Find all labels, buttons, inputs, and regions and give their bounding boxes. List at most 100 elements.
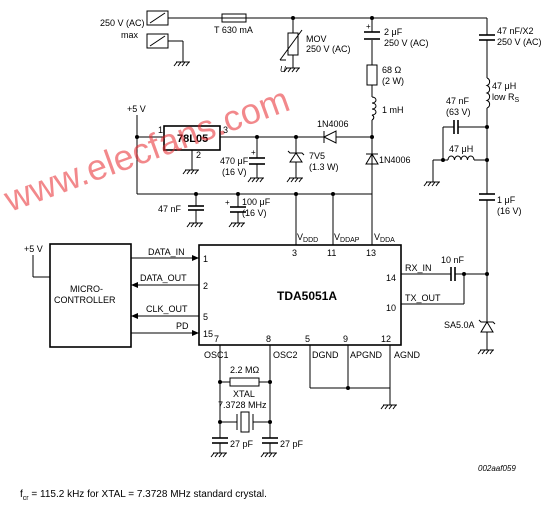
pin-label-osc2: OSC2 [273,350,298,360]
crystal [236,411,254,433]
cap-27-a-value: 27 pF [230,439,254,449]
cap-2u-rating: 250 V (AC) [384,38,429,48]
pin-label-data-in: DATA_IN [148,247,185,257]
ground-symbols [173,61,494,458]
ind-1m [371,96,377,121]
ground-icon [182,169,199,175]
diode-1-label: 1N4006 [317,119,349,129]
microcontroller [49,243,132,348]
cap-47n-63-rating: (63 V) [446,107,471,117]
ground-icon [477,349,494,355]
footer-note: fcr = 115.2 kHz for XTAL = 7.3728 MHz st… [20,489,267,502]
svg-text:+: + [251,148,256,157]
tvs-diode [478,312,496,333]
regulator [163,125,221,151]
pd-arrow [192,330,199,336]
mcu-line1: MICRO- [70,284,103,294]
res-68 [366,64,378,86]
pin-num-osc2: 8 [266,334,271,344]
ground-icon [210,452,227,458]
cap-470-value: 470 μF [220,156,249,166]
cap-47n-x2-value: 47 nF/X2 [497,26,534,36]
regulator-pin-in: 3 [223,125,228,135]
cap-47n-x2 [479,34,495,41]
ground-icon [423,181,440,187]
mains-sub: max [121,30,139,40]
pin-num-vddd: 3 [292,248,297,258]
cap-47n-b [188,205,204,211]
regulator-pin-gnd: 2 [196,150,201,160]
cap-1u [479,193,495,201]
ind-47u-b-value: 47 μH [449,144,473,154]
ind-47u-a [485,77,491,109]
pin-label-agnd: AGND [394,350,421,360]
cap-27-b [262,437,278,444]
mov-value: 250 V (AC) [306,44,351,54]
data-out-arrow [131,282,138,288]
pin-label-vddap: VDDAP [334,232,360,244]
cap-100u-value: 100 μF [242,197,271,207]
regulator-label: 78L05 [177,133,208,145]
junctions [135,16,489,424]
cap-1u-value: 1 μF [497,195,516,205]
diode-1 [322,130,337,144]
ground-icon [228,222,245,228]
pin-num-agnd: 12 [381,334,391,344]
pin-label-pd: PD [176,321,189,331]
cap-1u-rating: (16 V) [497,206,522,216]
pin-label-osc1: OSC1 [204,350,229,360]
pin-num-tx-out: 10 [386,303,396,313]
pin-num-clk-out: 5 [203,312,208,322]
zener [287,150,305,163]
pin-label-rx-in: RX_IN [405,263,432,273]
xtal-value: 7.3728 MHz [218,400,267,410]
res-68-value: 68 Ω [382,65,402,75]
diagram-ref: 002aaf059 [478,464,516,473]
pin-num-data-in: 1 [203,254,208,264]
pin-label-tx-out: TX_OUT [405,293,441,303]
clk-out-arrow [131,313,138,319]
pin-num-rx-in: 14 [386,273,396,283]
ground-icon [260,452,277,458]
svg-text:+: + [366,22,371,31]
cap-2u: + [364,22,380,40]
pin-label-dgnd: DGND [312,350,339,360]
ind-47u-b [447,155,475,161]
pin-label-apgnd: APGND [350,350,383,360]
cap-27-b-value: 27 pF [280,439,304,449]
tvs-label: SA5.0A [444,320,475,330]
cap-10n-value: 10 nF [441,255,465,265]
ind-47u-a-note: low RS [492,92,520,104]
cap-2u-value: 2 μF [384,27,403,37]
cap-100u: + [225,198,246,213]
mains-label: 250 V (AC) [100,18,145,28]
cap-10n [450,267,456,281]
pin-label-vddd: VDDD [297,232,318,244]
pin-num-vddap: 11 [327,248,336,258]
mcu-supply-label: +5 V [24,244,43,254]
pin-num-dgnd: 5 [305,334,310,344]
cap-47n-63-value: 47 nF [446,96,470,106]
cap-47n-b-value: 47 nF [158,204,182,214]
ground-icon [380,404,397,410]
mov-mark: U [280,65,286,74]
zener-label: 7V5 [309,151,325,161]
cap-47n-x2-rating: 250 V (AC) [497,37,542,47]
pin-num-apgnd: 9 [343,334,348,344]
ind-1m-value: 1 mH [382,105,404,115]
wires [32,17,488,453]
svg-text:+: + [225,198,230,207]
diode-2-label: 1N4006 [379,155,411,165]
fuse-label: T 630 mA [214,25,253,35]
xtal-label: XTAL [233,389,255,399]
cap-100u-rating: (16 V) [242,208,267,218]
pin-label-vdda: VDDA [374,232,395,244]
pin-label-clk-out: CLK_OUT [146,304,188,314]
pin-num-pd: 15 [203,329,213,339]
data-in-arrow [192,255,199,261]
ground-icon [283,67,300,73]
ground-icon [247,177,264,183]
pin-num-data-out: 2 [203,281,208,291]
